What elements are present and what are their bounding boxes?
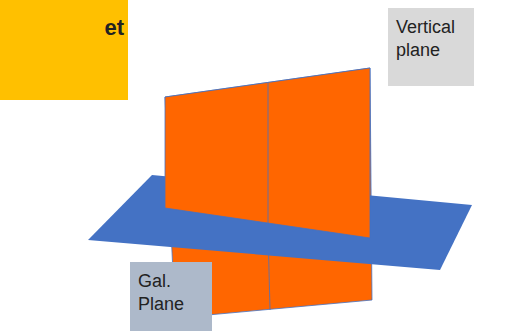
label-box: Vertical plane [388, 8, 474, 86]
split-line [268, 83, 269, 224]
vertical-plane-upper [165, 68, 370, 238]
title-box: et [0, 0, 128, 100]
box-text: Gal. Plane [138, 270, 204, 317]
box-text: Vertical plane [396, 16, 466, 63]
box-text: et [8, 14, 124, 43]
label-box: Gal. Plane [130, 262, 212, 331]
